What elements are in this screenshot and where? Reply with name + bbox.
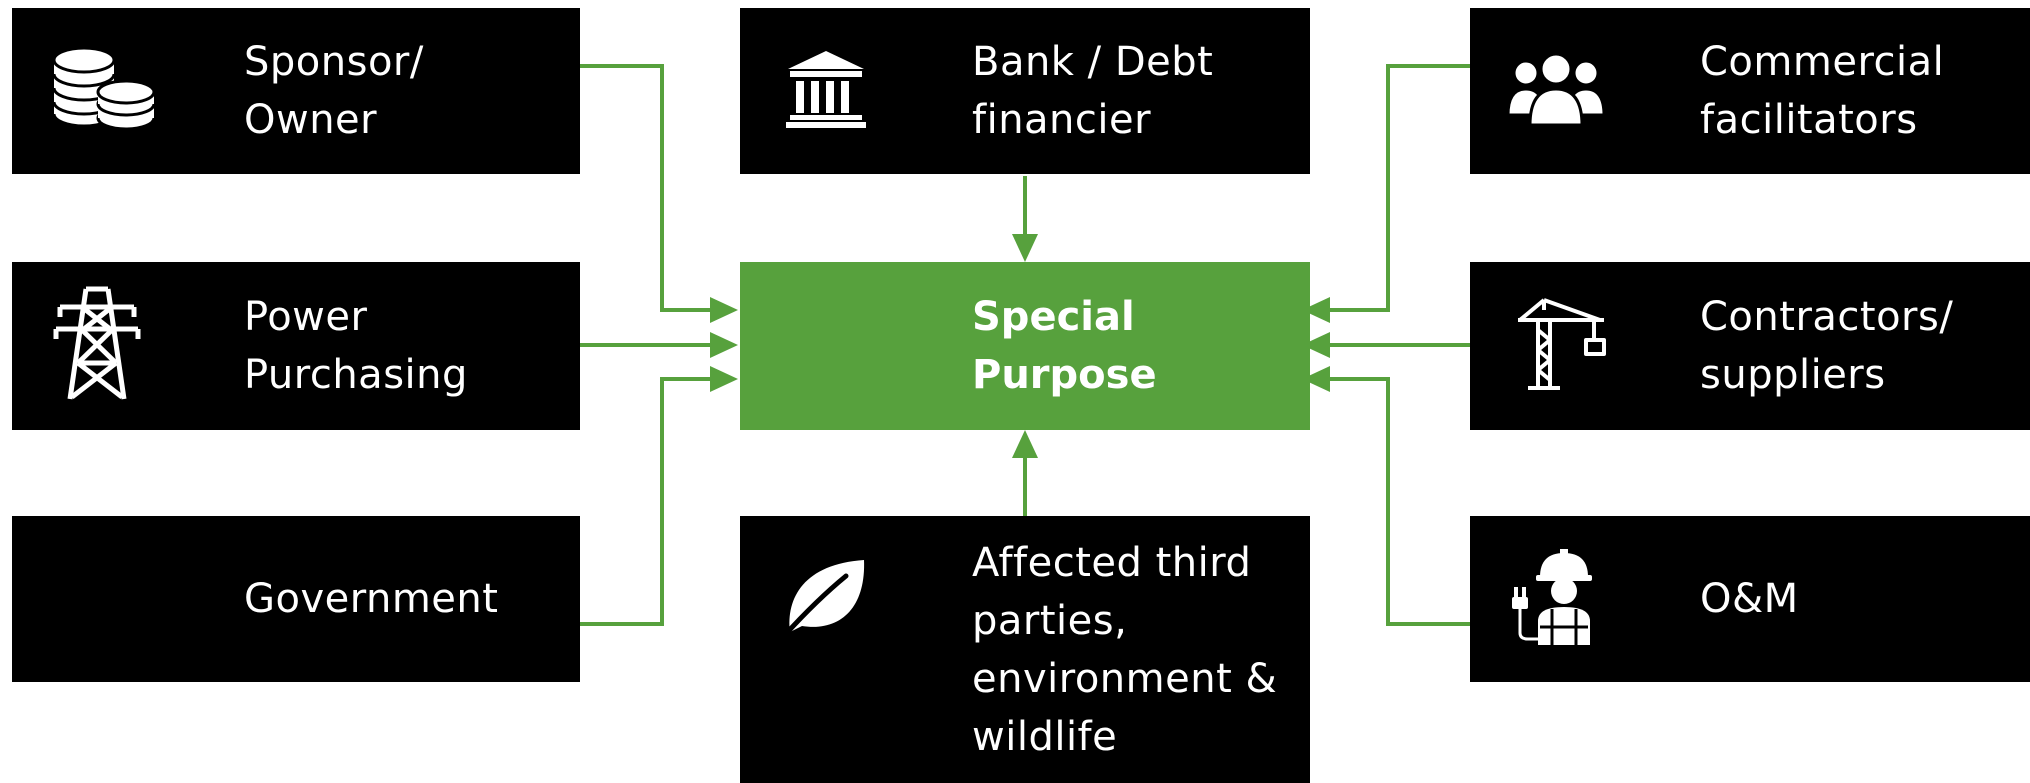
node-commercial-line1: Commercial (1700, 39, 1945, 85)
node-special-purpose: Special Purpose (740, 262, 1310, 430)
node-affected-line2: parties, (972, 597, 1128, 644)
node-sponsor: Sponsor/ Owner (12, 8, 580, 174)
bank-icon (784, 49, 868, 133)
arrowhead-om (1302, 366, 1330, 392)
arrowhead-commercial (1302, 297, 1330, 323)
crane-icon (1514, 296, 1610, 396)
node-government: Government (12, 516, 580, 682)
node-om-label: O&M (1700, 570, 1799, 628)
people-group-icon (1506, 49, 1606, 133)
node-contractors-line1: Contractors/ (1700, 294, 1954, 340)
connector-sponsor (580, 64, 712, 312)
leaf-icon (780, 554, 870, 642)
node-sponsor-line2: Owner (244, 97, 378, 143)
node-contractors: Contractors/ suppliers (1470, 262, 2030, 430)
node-contractors-label: Contractors/ suppliers (1700, 288, 1953, 404)
node-power-line1: Power (244, 294, 368, 340)
connector-government (580, 377, 712, 626)
node-affected-line1: Affected third (972, 539, 1252, 586)
arrowhead-bank (1012, 234, 1038, 262)
node-government-label: Government (244, 570, 498, 628)
node-commercial: Commercial facilitators (1470, 8, 2030, 174)
node-affected-line4: wildlife (972, 713, 1118, 760)
arrowhead-contractors (1302, 332, 1330, 358)
node-commercial-line2: facilitators (1700, 97, 1918, 143)
node-affected: Affected third parties, environment & wi… (740, 516, 1310, 783)
node-bank-line1: Bank / Debt (972, 39, 1214, 85)
node-bank-line2: financier (972, 97, 1152, 143)
node-special-purpose-line1: Special (972, 294, 1135, 340)
node-power: Power Purchasing (12, 262, 580, 430)
connector-om (1328, 377, 1470, 626)
coins-icon (48, 44, 158, 138)
node-contractors-line2: suppliers (1700, 352, 1886, 398)
node-government-line1: Government (244, 576, 499, 622)
worker-icon (1510, 547, 1610, 651)
node-affected-label: Affected third parties, environment & wi… (972, 534, 1277, 766)
connector-commercial (1328, 64, 1470, 312)
arrowhead-affected (1012, 430, 1038, 458)
arrowhead-power (710, 332, 738, 358)
transmission-tower-icon (52, 285, 142, 407)
node-sponsor-label: Sponsor/ Owner (244, 33, 424, 149)
node-sponsor-line1: Sponsor/ (244, 39, 424, 85)
node-om: O&M (1470, 516, 2030, 682)
node-special-purpose-line2: Purpose (972, 352, 1157, 398)
node-bank-label: Bank / Debt financier (972, 33, 1213, 149)
node-bank: Bank / Debt financier (740, 8, 1310, 174)
arrowhead-sponsor (710, 297, 738, 323)
node-affected-line3: environment & (972, 655, 1278, 702)
node-om-line1: O&M (1700, 576, 1799, 622)
node-power-line2: Purchasing (244, 352, 468, 398)
node-commercial-label: Commercial facilitators (1700, 33, 1944, 149)
arrowhead-government (710, 366, 738, 392)
node-special-purpose-label: Special Purpose (972, 288, 1157, 404)
node-power-label: Power Purchasing (244, 288, 468, 404)
